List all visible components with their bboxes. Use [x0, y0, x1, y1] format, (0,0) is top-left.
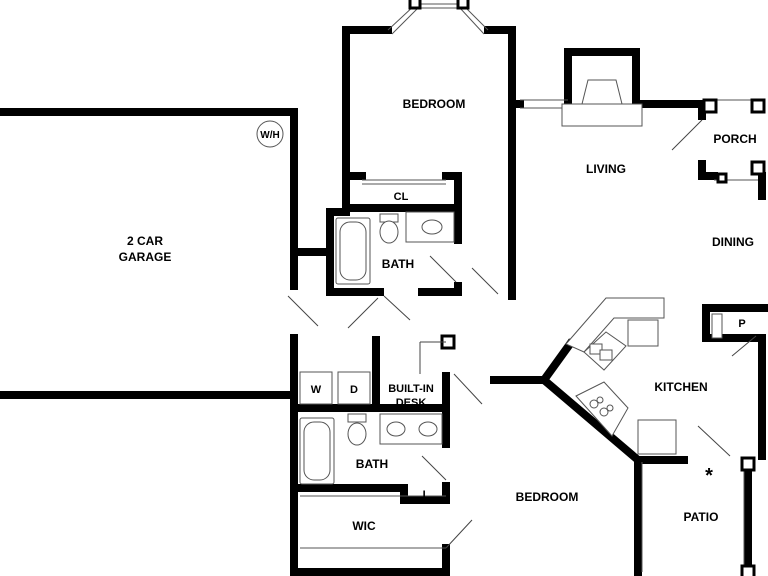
- label-bath-top: BATH: [382, 257, 414, 271]
- label-pantry: P: [738, 318, 745, 330]
- label-living: LIVING: [586, 162, 626, 176]
- bath-bottom-door: [421, 455, 447, 481]
- kitchen-sink-right: [599, 349, 613, 361]
- porch-post-top-left: [702, 98, 718, 114]
- porch-lower-wall: [698, 160, 718, 180]
- kitchen-sink-left: [589, 343, 603, 355]
- pantry-door: [731, 335, 757, 357]
- porch-door: [671, 119, 703, 151]
- burner-4: [606, 404, 614, 412]
- sink-bottom-right: [418, 421, 438, 437]
- fireplace-wall: [564, 48, 706, 120]
- pantry-shelf: [711, 313, 723, 339]
- label-dryer: D: [350, 384, 358, 396]
- label-water-heater: W/H: [260, 130, 279, 141]
- garage-door: [287, 295, 319, 327]
- porch-post-bottom-left: [716, 172, 728, 184]
- pantry-wall: [702, 304, 766, 460]
- toilet-bottom-tank: [347, 413, 367, 423]
- label-washer: W: [311, 384, 322, 396]
- fireplace-box: [581, 79, 623, 105]
- label-desk-line1: BUILT-IN: [388, 383, 434, 395]
- label-patio: PATIO: [684, 510, 719, 524]
- label-bath-bottom: BATH: [356, 457, 388, 471]
- toilet-top-bowl: [379, 220, 399, 244]
- bay-window-post-left: [408, 0, 422, 10]
- label-bedroom-bottom: BEDROOM: [516, 490, 579, 504]
- label-desk-line2: DESK: [396, 397, 427, 409]
- refrigerator: [627, 319, 659, 347]
- label-asterisk: *: [705, 465, 713, 487]
- bathtub-top-basin: [339, 221, 367, 281]
- bedroom-bottom-door: [453, 373, 483, 405]
- fireplace: [561, 79, 643, 127]
- label-garage-line2: GARAGE: [119, 250, 172, 264]
- label-linen: L: [423, 489, 430, 501]
- walls: [0, 26, 768, 576]
- label-closet-top: CL: [394, 191, 409, 203]
- bath-top-fixtures: [335, 211, 455, 285]
- label-bedroom-top: BEDROOM: [403, 97, 466, 111]
- dryer-box: [337, 371, 371, 405]
- garage-top-wall: [0, 108, 334, 256]
- water-heater-icon: [256, 120, 284, 148]
- burner-1: [589, 399, 599, 409]
- bath-top-door: [429, 255, 457, 283]
- doors: [287, 119, 757, 549]
- laundry-fixtures: [299, 371, 371, 405]
- porch-post-bottom-right: [750, 160, 766, 176]
- laundry-wall: [290, 336, 380, 412]
- bedroom-top-right-wall: [484, 26, 516, 300]
- bath-bottom-fixtures: [299, 413, 443, 485]
- kitchen-angled-stub: [538, 338, 576, 386]
- patio-post-top: [740, 456, 756, 472]
- bath-top-left-wall: [326, 208, 384, 296]
- kitchen-angled-wall: [490, 376, 642, 576]
- burner-2: [599, 407, 609, 417]
- label-garage-line1: 2 CAR: [127, 234, 163, 248]
- toilet-bottom-bowl: [347, 422, 367, 446]
- sink-bottom-left: [386, 421, 406, 437]
- bay-window: [387, 0, 489, 35]
- patio-post-bottom: [740, 564, 756, 576]
- label-porch: PORCH: [713, 132, 756, 146]
- laundry-door: [347, 297, 379, 329]
- bathtub-bottom-basin: [303, 421, 331, 481]
- bedroom-top-door: [471, 267, 499, 295]
- hearth: [561, 103, 643, 127]
- labels: BEDROOM CL BATH LIVING PORCH DINING 2 CA…: [119, 97, 757, 533]
- bath-top-entry-door: [383, 295, 411, 321]
- label-wic: WIC: [352, 519, 376, 533]
- label-kitchen: KITCHEN: [654, 380, 707, 394]
- burner-3: [596, 396, 604, 404]
- bay-window-post-right: [456, 0, 470, 10]
- kitchen-fixtures: [565, 297, 723, 455]
- wic-door: [445, 519, 473, 549]
- bedroom-top-left-wall: [342, 26, 392, 216]
- windows: [300, 99, 758, 572]
- bath-bottom-wall: [290, 404, 450, 504]
- label-dining: DINING: [712, 235, 754, 249]
- sink-top: [421, 219, 443, 235]
- porch-post-top-right: [750, 98, 766, 114]
- patio-door: [697, 425, 731, 457]
- washer-box: [299, 371, 333, 405]
- dishwasher-counter: [637, 419, 677, 455]
